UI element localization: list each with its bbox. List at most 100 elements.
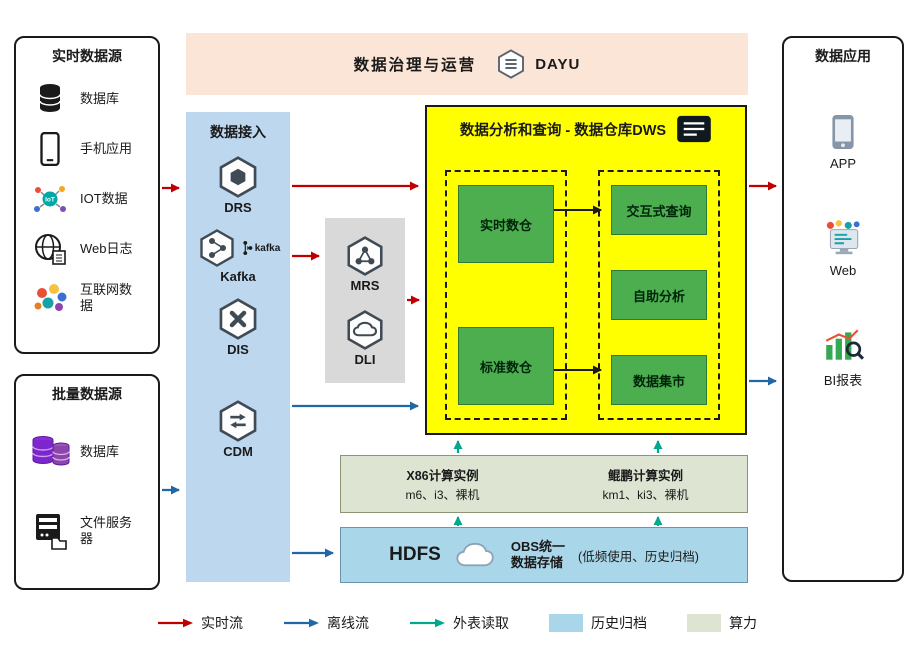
kunpeng-title: 鲲鹏计算实例 [607, 469, 683, 483]
app-phone-icon [832, 115, 854, 149]
compute-swatch [687, 614, 721, 632]
data-ingestion-title: 数据接入 [210, 124, 266, 140]
service-dli: DLI [343, 309, 387, 367]
source-item-label: 数据库 [80, 444, 120, 460]
kunpeng-specs: km1、ki3、裸机 [602, 488, 689, 502]
kafka-word: kafka [254, 242, 281, 254]
legend: 实时流 离线流 外表读取 历史归档 算力 [0, 613, 914, 633]
warehouse-realtime: 实时数仓 [458, 185, 554, 263]
cdm-hexagon-icon [219, 400, 257, 442]
internet-data-icon [29, 282, 71, 314]
governance-banner: 数据治理与运营 DAYU [186, 33, 748, 95]
database-purple-icon [29, 434, 71, 470]
source-item-label: 互联网数据 [80, 282, 133, 313]
source-item-label: 手机应用 [80, 141, 133, 157]
app-item-label: APP [829, 156, 856, 171]
x86-compute: X86计算实例 m6、i3、裸机 [341, 456, 544, 512]
warehouse-group: 实时数仓 标准数仓 [445, 170, 567, 420]
dayu-hexagon-icon [498, 49, 525, 79]
app-item-web: Web [784, 219, 902, 278]
globe-log-icon [29, 232, 71, 266]
storage-note: (低频使用、历史归档) [578, 549, 699, 564]
service-mrs: MRS [343, 235, 387, 293]
database-icon [29, 82, 71, 116]
app-item-label: Web [829, 263, 857, 278]
source-item-label: IOT数据 [80, 191, 128, 207]
legend-label: 算力 [729, 615, 757, 631]
dayu-logo: DAYU [494, 48, 580, 80]
teal-arrow-icon [410, 618, 445, 628]
source-item-database: 数据库 [16, 82, 158, 116]
source-item-label: 数据库 [80, 91, 120, 107]
service-label: Kafka [220, 269, 256, 284]
source-item-web-log: Web日志 [16, 232, 158, 266]
drs-hexagon-icon [219, 156, 257, 198]
governance-title: 数据治理与运营 [353, 57, 477, 74]
legend-label: 历史归档 [591, 615, 647, 631]
dws-title-row: 数据分析和查询 - 数据仓库DWS [427, 115, 745, 143]
self-service-analysis-box: 自助分析 [611, 270, 707, 320]
interactive-query-box: 交互式查询 [611, 185, 707, 235]
data-mart-box: 数据集市 [611, 355, 707, 405]
source-item-file-server: 文件服务器 [16, 512, 158, 550]
svg-text:IoT: IoT [45, 197, 55, 204]
service-label: CDM [223, 444, 253, 459]
app-item-bi-report: BI报表 [784, 326, 902, 389]
service-dis: DIS [215, 297, 261, 357]
phone-icon [29, 132, 71, 166]
red-arrow-icon [158, 618, 193, 628]
legend-compute-power: 算力 [687, 613, 757, 633]
kafka-icon-row: kafka [196, 228, 281, 268]
warehouse-standard: 标准数仓 [458, 327, 554, 405]
service-label: DIS [227, 342, 249, 357]
dis-hexagon-icon [219, 298, 257, 340]
source-item-mobile-app: 手机应用 [16, 132, 158, 166]
compute-instances-panel: X86计算实例 m6、i3、裸机 鲲鹏计算实例 km1、ki3、裸机 [340, 455, 748, 513]
source-item-batch-database: 数据库 [16, 434, 158, 470]
source-item-iot: IoT IOT数据 [16, 182, 158, 216]
service-cdm: CDM [215, 399, 261, 459]
legend-label: 离线流 [327, 615, 369, 631]
storage-panel: HDFS OBS统一 数据存储 (低频使用、历史归档) [340, 527, 748, 583]
service-label: DRS [224, 200, 252, 215]
kafka-glyph-icon [243, 240, 253, 256]
kunpeng-compute: 鲲鹏计算实例 km1、ki3、裸机 [544, 456, 747, 512]
analysis-group: 交互式查询 自助分析 数据集市 [598, 170, 720, 420]
service-label: DLI [354, 351, 376, 367]
archive-swatch [549, 614, 583, 632]
source-item-label: Web日志 [80, 241, 133, 257]
legend-history-archive: 历史归档 [549, 613, 647, 633]
obs-label: OBS统一 数据存储 [511, 539, 565, 572]
obs-line2: 数据存储 [510, 555, 563, 570]
service-label: MRS [350, 277, 380, 293]
bi-report-icon [825, 329, 864, 360]
app-item-label: BI报表 [823, 373, 863, 388]
x86-title: X86计算实例 [406, 469, 479, 483]
hdfs-label: HDFS [389, 544, 441, 565]
kafka-hexagon-icon [200, 229, 234, 267]
dayu-label: DAYU [535, 55, 581, 73]
applications-panel: 数据应用 APP Web BI报表 [782, 36, 904, 582]
mrs-hexagon-icon [347, 235, 383, 276]
app-item-app: APP [784, 114, 902, 171]
obs-cloud-icon [456, 542, 494, 567]
data-ingestion-panel: 数据接入 DRS kafka Kafka DIS CDM [186, 112, 290, 582]
service-drs: DRS [215, 155, 261, 215]
batch-sources-title: 批量数据源 [52, 386, 122, 402]
web-monitor-icon [826, 220, 860, 255]
realtime-sources-title: 实时数据源 [52, 48, 122, 64]
dws-panel: 数据分析和查询 - 数据仓库DWS 实时数仓 标准数仓 交互式查询 自助分析 数… [425, 105, 747, 435]
file-server-icon [29, 512, 71, 550]
legend-offline-flow: 离线流 [283, 613, 369, 633]
dli-hexagon-icon [347, 309, 383, 350]
legend-realtime-flow: 实时流 [157, 613, 243, 633]
source-item-internet-data: 互联网数据 [16, 282, 158, 314]
service-kafka: kafka Kafka [196, 228, 281, 284]
realtime-sources-panel: 实时数据源 数据库 手机应用 IoT IOT数据 Web日志 [14, 36, 160, 354]
source-item-label: 文件服务器 [80, 515, 133, 546]
x86-specs: m6、i3、裸机 [405, 488, 480, 502]
blue-arrow-icon [284, 618, 319, 628]
dws-report-icon [677, 115, 711, 143]
processing-panel: MRS DLI [325, 218, 405, 383]
